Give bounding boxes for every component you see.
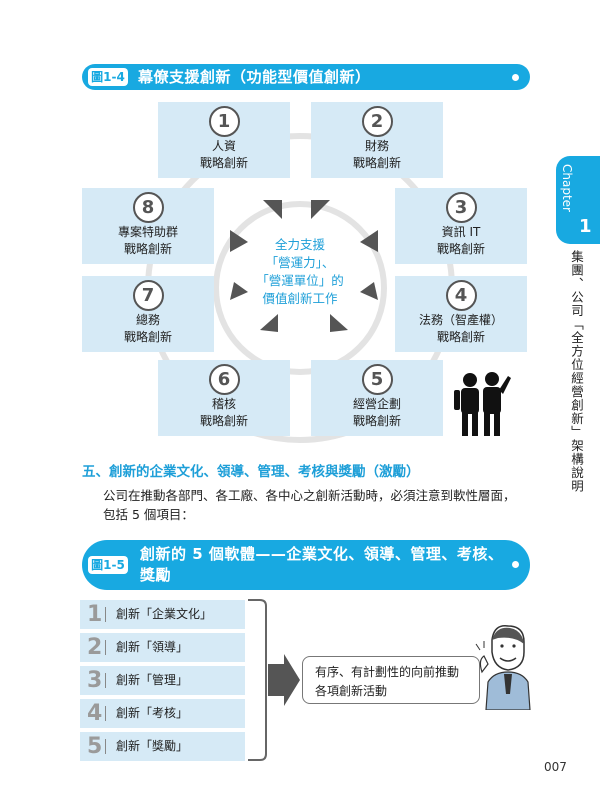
arrow-icon xyxy=(360,282,378,300)
businessman-illustration xyxy=(475,625,531,710)
number-circle: 3 xyxy=(445,192,477,223)
center-line-2: 「營運力」、 xyxy=(265,255,335,270)
center-line-1: 全力支援 xyxy=(274,237,325,252)
list-item: 4 創新「考核」 xyxy=(80,699,245,728)
bracket-arrow xyxy=(248,599,300,761)
box-label: 專案特助群 xyxy=(117,225,178,239)
box-label: 法務（智產權） xyxy=(418,313,503,327)
box-sublabel: 戰略創新 xyxy=(199,414,248,428)
item-label: 創新「考核」 xyxy=(116,706,189,720)
list-item: 1 創新「企業文化」 xyxy=(80,600,245,629)
number-circle: 6 xyxy=(208,364,240,395)
figure-title-line-2: 獎勵 xyxy=(140,566,172,584)
box-sublabel: 戰略創新 xyxy=(123,330,172,344)
chapter-tab: Chapter 1 xyxy=(556,156,600,244)
box-sublabel: 戰略創新 xyxy=(123,242,172,256)
strategy-box-4: 4 法務（智產權） 戰略創新 xyxy=(395,276,527,352)
item-label: 創新「管理」 xyxy=(116,673,189,687)
box-sublabel: 戰略創新 xyxy=(199,156,248,170)
arrow-right-icon xyxy=(268,654,300,706)
center-line-3: 「營運單位」的 xyxy=(256,273,344,288)
inward-arrows xyxy=(230,200,378,332)
box-label: 人資 xyxy=(211,139,236,153)
list-item: 2 創新「領導」 xyxy=(80,633,245,662)
box-label: 財務 xyxy=(364,139,389,153)
list-item: 5 創新「獎勵」 xyxy=(80,732,245,761)
body-text-1: 公司在推動各部門、各工廠、各中心之創新活動時，必須注意到軟性層面， xyxy=(103,488,516,503)
box-label: 資訊 IT xyxy=(441,225,481,239)
figure-tag: 圖1-4 xyxy=(88,68,128,86)
item-label: 創新「獎勵」 xyxy=(116,739,189,753)
strategy-box-3: 3 資訊 IT 戰略創新 xyxy=(395,188,527,264)
chapter-title: 集團、公司「全方位經營創新」架構說明 xyxy=(569,250,584,493)
strategy-box-1: 1 人資 戰略創新 xyxy=(158,102,290,178)
arrow-icon xyxy=(230,230,248,252)
header-dot xyxy=(512,74,519,81)
item-label: 創新「企業文化」 xyxy=(116,607,213,621)
item-number: 5 xyxy=(87,734,103,759)
number-circle: 1 xyxy=(208,106,240,137)
arrow-icon xyxy=(230,282,248,300)
divider xyxy=(105,739,106,754)
item-number: 1 xyxy=(87,602,103,627)
item-number: 3 xyxy=(87,668,103,693)
strategy-box-6: 6 稽核 戰略創新 xyxy=(158,360,290,436)
box-sublabel: 戰略創新 xyxy=(436,330,485,344)
center-line-4: 價值創新工作 xyxy=(262,291,338,306)
strategy-box-8: 8 專案特助群 戰略創新 xyxy=(82,188,214,264)
list-item: 3 創新「管理」 xyxy=(80,666,245,695)
figure-title: 幕僚支援創新（功能型價值創新） xyxy=(138,68,371,86)
box-label: 總務 xyxy=(135,313,160,327)
chapter-number: 1 xyxy=(579,216,592,237)
divider xyxy=(105,673,106,688)
number-circle: 5 xyxy=(361,364,393,395)
figure-1-5-header: 圖1-5 創新的 5 個軟體——企業文化、領導、管理、考核、 獎勵 xyxy=(82,540,530,590)
arrow-icon xyxy=(360,230,378,252)
box-sublabel: 戰略創新 xyxy=(352,156,401,170)
number-circle: 2 xyxy=(361,106,393,137)
item-number: 2 xyxy=(87,635,103,660)
number-circle: 8 xyxy=(132,192,164,223)
figure-title-line-1: 創新的 5 個軟體——企業文化、領導、管理、考核、 xyxy=(140,545,504,563)
strategy-box-7: 7 總務 戰略創新 xyxy=(82,276,214,352)
arrow-icon xyxy=(263,200,282,219)
chapter-label: Chapter xyxy=(560,164,574,212)
header-dot xyxy=(512,561,519,568)
number-circle: 4 xyxy=(445,280,477,311)
figure-tag: 圖1-5 xyxy=(88,556,128,574)
arrow-icon xyxy=(311,200,330,219)
box-label: 經營企劃 xyxy=(352,397,401,411)
result-box: 有序、有計劃性的向前推動 各項創新活動 xyxy=(302,656,480,704)
page-number: 007 xyxy=(544,760,567,774)
arrow-icon xyxy=(330,314,348,332)
arrow-icon xyxy=(260,314,278,332)
number-circle: 7 xyxy=(132,280,164,311)
item-label: 創新「領導」 xyxy=(116,640,189,654)
section-heading: 五、創新的企業文化、領導、管理、考核與獎勵（激勵） xyxy=(82,464,420,480)
figure-1-4-header: 圖1-4 幕僚支援創新（功能型價值創新） xyxy=(82,64,530,90)
result-line-2: 各項創新活動 xyxy=(315,684,388,698)
body-text-2: 包括 5 個項目： xyxy=(103,507,194,522)
item-number: 4 xyxy=(87,701,103,726)
divider xyxy=(105,640,106,655)
box-sublabel: 戰略創新 xyxy=(352,414,401,428)
strategy-box-2: 2 財務 戰略創新 xyxy=(311,102,443,178)
strategy-box-5: 5 經營企劃 戰略創新 xyxy=(311,360,443,436)
result-line-1: 有序、有計劃性的向前推動 xyxy=(315,665,460,679)
divider xyxy=(105,607,106,622)
center-text: 全力支援 「營運力」、 「營運單位」的 價值創新工作 xyxy=(240,236,360,308)
box-sublabel: 戰略創新 xyxy=(436,242,485,256)
box-label: 稽核 xyxy=(211,397,236,411)
two-people-illustration xyxy=(454,372,511,436)
divider xyxy=(105,706,106,721)
